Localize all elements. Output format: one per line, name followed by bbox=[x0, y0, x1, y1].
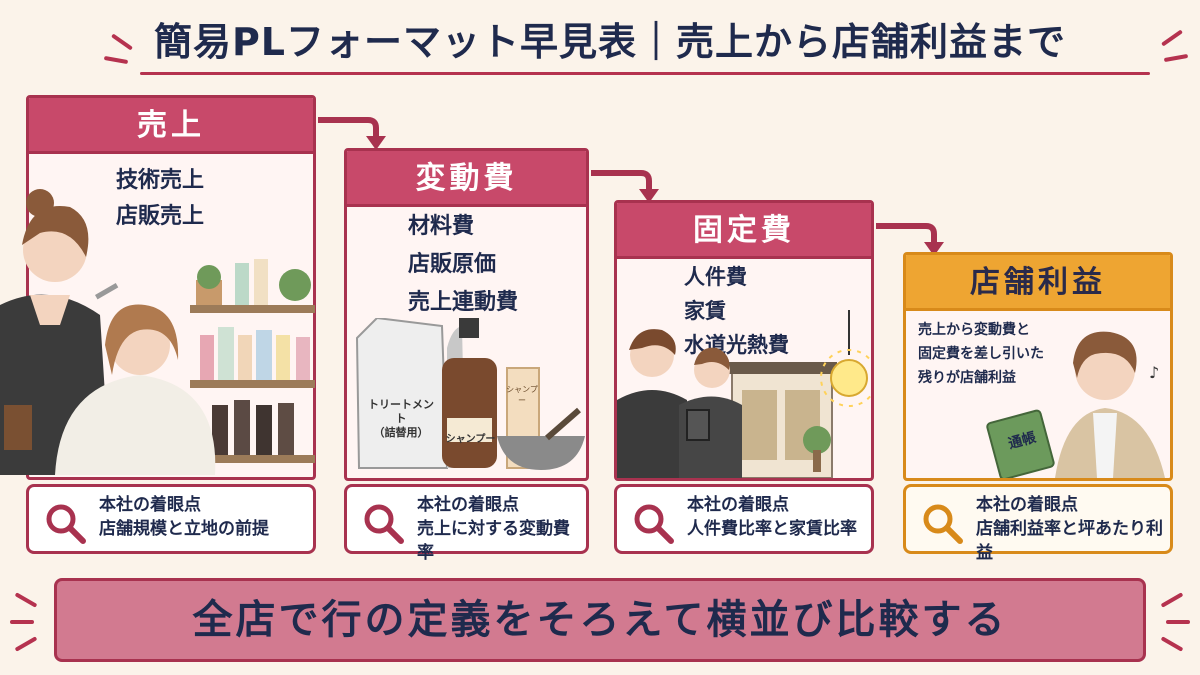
owner-illustration: ♪ bbox=[986, 331, 1165, 478]
refill-pack-label: トリートメント （詰替用） bbox=[368, 398, 434, 439]
note-title: 本社の着眼点 bbox=[687, 495, 789, 515]
staff-store-illustration bbox=[617, 310, 871, 478]
decor-spark bbox=[14, 592, 38, 608]
note-title: 本社の着眼点 bbox=[99, 495, 201, 515]
decor-spark bbox=[103, 55, 129, 65]
list-item: 残りが店舗利益 bbox=[918, 370, 1016, 386]
card-heading: 店舗利益 bbox=[906, 255, 1170, 311]
arrow-icon bbox=[318, 117, 386, 150]
tube-label: シャンプー bbox=[506, 385, 538, 405]
list-item: 人件費 bbox=[684, 265, 747, 289]
card-heading: 変動費 bbox=[347, 151, 586, 207]
note-body: 人件費比率と家賃比率 bbox=[687, 519, 857, 539]
note-body: 売上に対する変動費率 bbox=[417, 519, 570, 563]
decor-spark bbox=[14, 636, 38, 652]
card-store-profit-items: 売上から変動費と 固定費を差し引いた 残りが店舗利益 bbox=[918, 318, 1044, 390]
list-item: 家賃 bbox=[684, 299, 726, 323]
note-variable-cost: 本社の着眼点 売上に対する変動費率 bbox=[344, 484, 589, 563]
card-sales-items: 技術売上 店販売上 bbox=[116, 163, 204, 235]
list-item: 材料費 bbox=[408, 214, 475, 239]
card-heading: 固定費 bbox=[617, 203, 871, 259]
note-body: 店舗規模と立地の前提 bbox=[99, 519, 269, 539]
list-item: 売上から変動費と bbox=[918, 322, 1030, 338]
note-title: 本社の着眼点 bbox=[417, 495, 519, 515]
note-body: 店舗利益率と坪あたり利益 bbox=[976, 519, 1163, 563]
magnifier-icon bbox=[46, 504, 86, 544]
decor-spark bbox=[1161, 29, 1183, 47]
decor-spark bbox=[1160, 592, 1184, 608]
list-item: 売上連動費 bbox=[408, 290, 519, 315]
decor-spark bbox=[111, 33, 133, 51]
magnifier-icon bbox=[364, 504, 404, 544]
decor-spark bbox=[1160, 636, 1184, 652]
title-underline bbox=[140, 72, 1150, 75]
arrow-icon bbox=[876, 223, 944, 256]
salon-illustration bbox=[0, 189, 315, 475]
list-item: 店販原価 bbox=[408, 252, 497, 277]
list-item: 固定費を差し引いた bbox=[918, 346, 1044, 362]
decor-spark bbox=[10, 620, 34, 624]
arrow-icon bbox=[591, 170, 659, 203]
summary-banner: 全店で行の定義をそろえて横並び比較する bbox=[54, 578, 1146, 662]
note-fixed-cost: 本社の着眼点 人件費比率と家賃比率 bbox=[614, 484, 874, 554]
note-sales: 本社の着眼点 店舗規模と立地の前提 bbox=[26, 484, 316, 554]
list-item: 技術売上 bbox=[116, 168, 205, 193]
note-title: 本社の着眼点 bbox=[976, 495, 1078, 515]
card-heading: 売上 bbox=[29, 98, 313, 154]
products-illustration bbox=[355, 318, 585, 470]
note-store-profit: 本社の着眼点 店舗利益率と坪あたり利益 bbox=[903, 484, 1173, 563]
magnifier-icon bbox=[634, 504, 674, 544]
magnifier-icon bbox=[923, 504, 963, 544]
decor-spark bbox=[1163, 53, 1189, 63]
bottle-label: シャンプー bbox=[445, 434, 496, 445]
svg-text:♪: ♪ bbox=[1149, 363, 1159, 382]
card-variable-cost-items: 材料費 店販原価 売上連動費 bbox=[408, 208, 518, 322]
page-title: 簡易PLフォーマット早見表｜売上から店舗利益まで bbox=[153, 20, 1067, 64]
decor-spark bbox=[1166, 620, 1190, 624]
list-item: 店販売上 bbox=[116, 204, 205, 229]
